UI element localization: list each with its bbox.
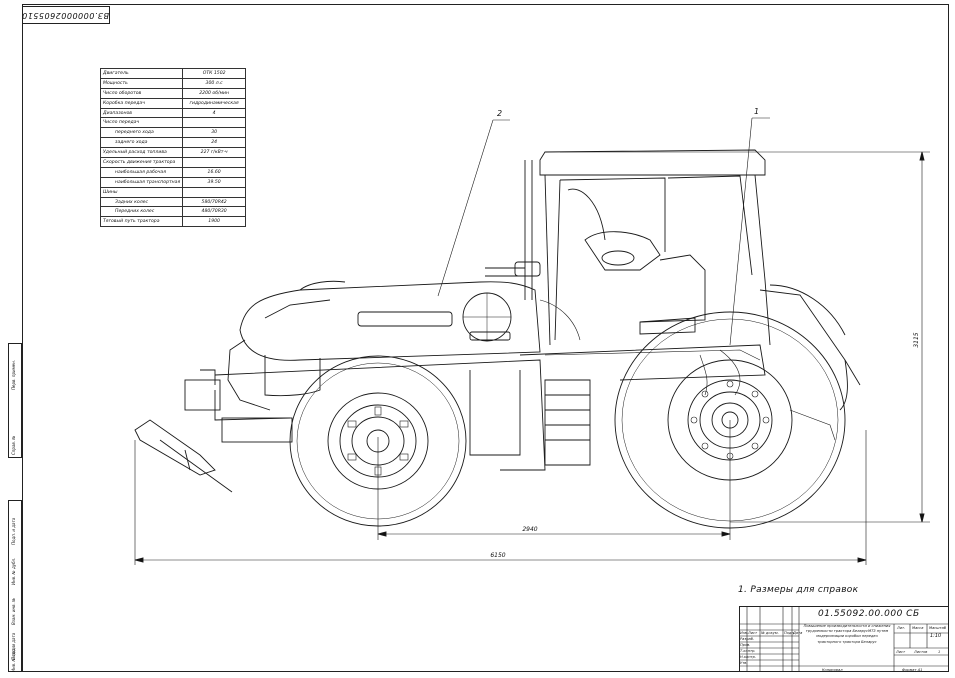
tb-row-label: № докум. <box>761 631 779 635</box>
spec-param: Тяговый путь трактора <box>99 216 184 228</box>
tb-row-label: Утв. <box>740 661 748 665</box>
tb-copied: Копировал <box>822 668 843 672</box>
tb-sheets-value: 1 <box>938 650 941 654</box>
hydraulic-lines <box>539 299 836 441</box>
tb-row-label: Пров. <box>740 643 751 647</box>
tb-row-label: Подп. <box>784 631 795 635</box>
frame <box>214 344 766 471</box>
front-hitch <box>134 369 233 493</box>
side-strip-label: Взам. инв. № <box>11 597 16 625</box>
tb-sheets-label: Листов <box>914 650 928 654</box>
sheet-border <box>22 4 949 672</box>
tb-row-label: Дата <box>793 631 803 635</box>
dim-length: 6150 <box>490 552 505 559</box>
dim-height: 3115 <box>913 332 920 347</box>
side-strip-label: Перв. примен. <box>11 359 16 390</box>
title-block-code: 01.55092.00.000 СБ <box>818 609 920 619</box>
hood <box>227 280 541 411</box>
tb-sheet-label: Лист <box>896 650 906 654</box>
side-strip-label: Инв. № подл. <box>11 644 16 672</box>
front-wheel <box>289 355 467 527</box>
spec-value: 1900 <box>182 216 246 228</box>
side-strip-label: Справ. № <box>11 435 16 455</box>
tb-row-label: Н.контр. <box>740 655 757 659</box>
side-strip-upper <box>8 343 22 458</box>
tb-scale-value: 1:10 <box>930 633 942 639</box>
dimension-lines <box>134 151 930 565</box>
side-strip-label: Инв. № дубл. <box>11 557 16 585</box>
callout-1: 1 <box>754 107 759 116</box>
tb-scale-label: Масштаб <box>929 626 947 630</box>
side-strip-lower <box>8 500 22 672</box>
rear-wheel <box>614 311 846 529</box>
callout-2: 2 <box>497 109 502 118</box>
side-strip-label: Подп. и дата <box>11 517 16 545</box>
title-block-name: Повышение производительности и снижения … <box>803 624 891 644</box>
tb-row-label: Разраб. <box>740 637 755 641</box>
callout-leaders <box>437 117 770 346</box>
tb-mass-label: Масса <box>912 626 924 630</box>
air-intake <box>485 160 541 300</box>
tb-lit-label: Лит. <box>897 626 906 630</box>
tb-format: Формат А1 <box>902 668 923 672</box>
dim-wheelbase: 2940 <box>522 526 537 533</box>
dimension-labels: 2940 6150 3115 <box>490 332 920 559</box>
title-block <box>739 606 949 672</box>
tb-row-label: Т.контр. <box>740 649 756 653</box>
drawing-caption: 1. Размеры для справок <box>738 585 859 595</box>
tb-row-label: Лист <box>748 631 758 635</box>
title-block-grid <box>739 606 949 672</box>
cab <box>539 149 861 411</box>
tb-row-label: Изм. <box>740 631 749 635</box>
